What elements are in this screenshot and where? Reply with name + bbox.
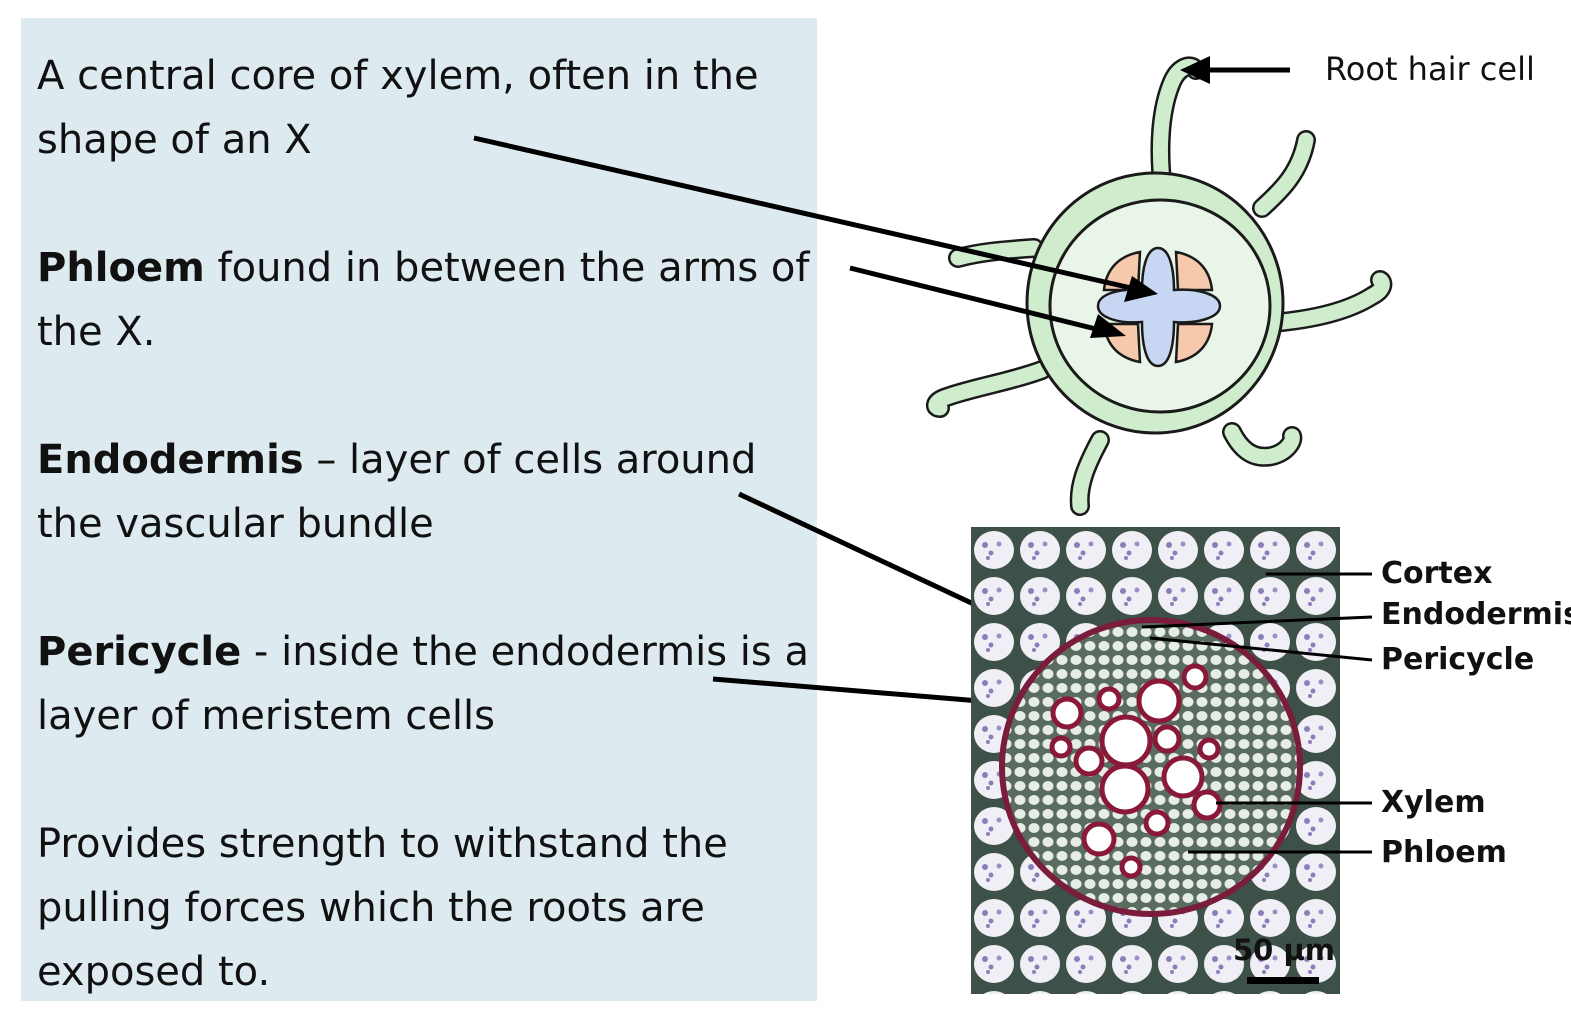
phloem-patch — [1174, 322, 1214, 364]
xylem-arrow-line — [473, 135, 1141, 293]
paragraph-text: - inside the endodermis is a layer of me… — [37, 629, 809, 739]
xylem-cross — [1096, 246, 1222, 368]
pericycle-arrow-line — [712, 676, 1017, 707]
scale-bar — [1247, 977, 1319, 984]
micrograph-image — [971, 527, 1340, 994]
text-panel: A central core of xylem, often in the sh… — [21, 18, 817, 1001]
paragraph-text: found in between the arms of the X. — [37, 245, 810, 355]
arrow-heads — [1012, 56, 1210, 716]
endodermis-label: Endodermis — [1381, 597, 1571, 632]
pericycle-description: Pericycle - inside the endodermis is a l… — [37, 620, 817, 748]
pericycle-label: Pericycle — [1381, 642, 1535, 677]
strength-description: Provides strength to withstand the pulli… — [37, 812, 817, 1004]
xylem-arrowhead — [1124, 276, 1158, 302]
paragraph-text: Provides strength to withstand the pulli… — [37, 821, 728, 995]
phloem-arrow-line — [849, 265, 1109, 335]
phloem-label: Phloem — [1381, 835, 1507, 870]
phloem-arrowhead — [1090, 314, 1126, 338]
root-hair-label: Root hair cell — [1325, 50, 1535, 88]
paragraph-heading: Endodermis — [37, 437, 304, 483]
paragraph-heading: Phloem — [37, 245, 205, 291]
endodermis-description: Endodermis – layer of cells around the v… — [37, 428, 817, 556]
paragraph-text: – layer of cells around the vascular bun… — [37, 437, 757, 547]
root-micrograph — [971, 527, 1340, 994]
phloem-description: Phloem found in between the arms of the … — [37, 236, 817, 364]
root-hairs-fill — [928, 59, 1390, 514]
xylem-description: A central core of xylem, often in the sh… — [37, 44, 817, 172]
scale-bar-label: 50 µm — [1233, 933, 1336, 967]
phloem-patch — [1174, 250, 1214, 292]
cortex-label: Cortex — [1381, 556, 1493, 591]
paragraph-text: A central core of xylem, often in the sh… — [37, 53, 759, 163]
paragraph-heading: Pericycle — [37, 629, 242, 675]
endodermis-leader — [1141, 615, 1373, 629]
pericycle-leader — [1149, 636, 1373, 662]
xylem-label: Xylem — [1381, 785, 1486, 820]
root-hair-arrowhead — [1180, 56, 1210, 84]
